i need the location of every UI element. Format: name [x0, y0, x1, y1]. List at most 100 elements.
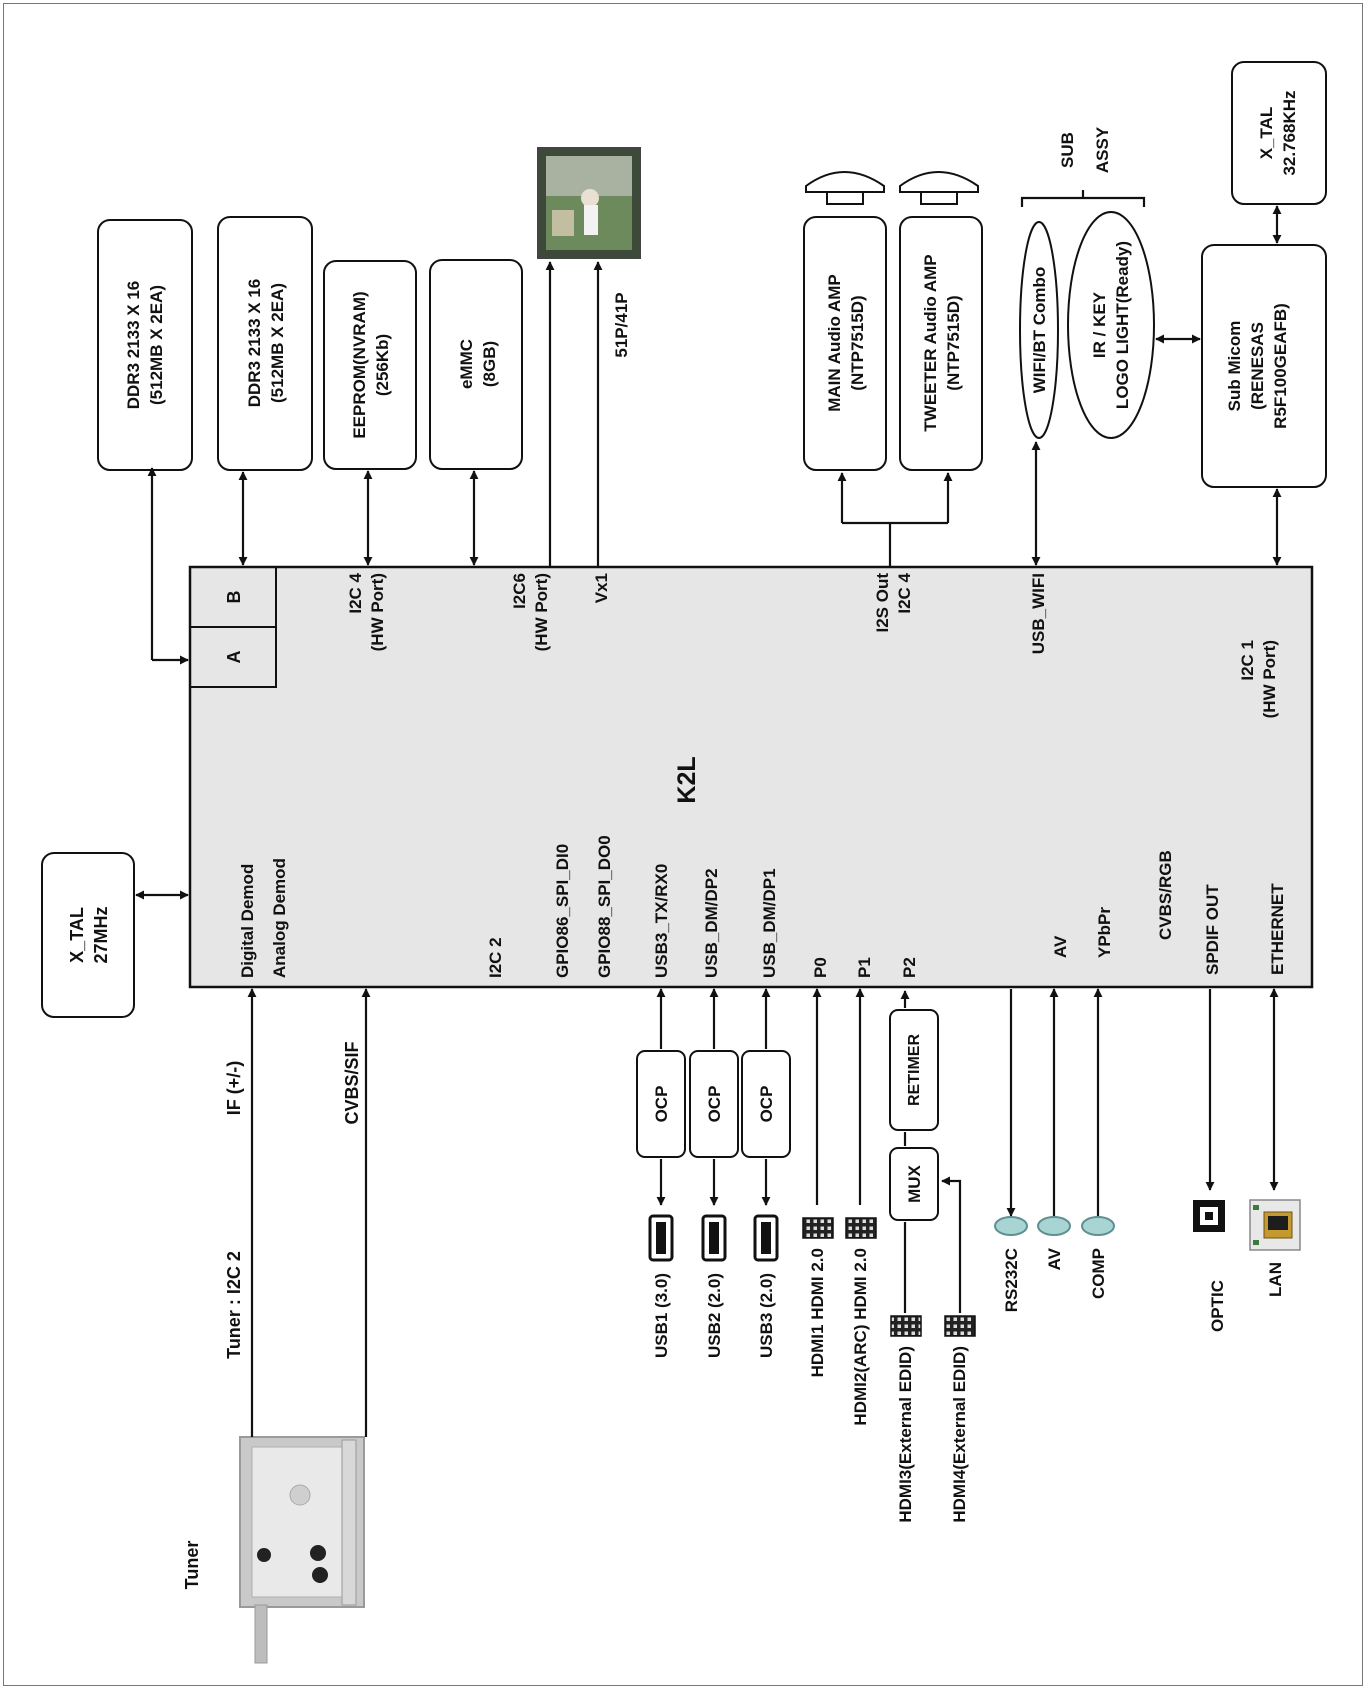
port-ypbpr: YPbPr [1095, 907, 1114, 958]
rs232c-label: RS232C [1002, 1248, 1021, 1312]
emmc-box [429, 259, 523, 470]
port-ethernet: ETHERNET [1268, 883, 1287, 975]
optic-label: OPTIC [1208, 1280, 1227, 1332]
xtal-main-label-2: 27MHz [91, 906, 111, 963]
tweeter-amp-box [899, 216, 983, 471]
usb3-port-label: USB3 (2.0) [757, 1273, 776, 1358]
ocp-2: OCP [689, 1050, 739, 1158]
emmc-label-2: (8GB) [480, 341, 499, 387]
rs232c-jack-icon [994, 1216, 1028, 1236]
usb2-port-label: USB2 (2.0) [705, 1273, 724, 1358]
ocp-1: OCP [636, 1050, 686, 1158]
tweeter-speaker-icon [899, 171, 979, 205]
port-usb-dmdp2: USB_DM/DP2 [702, 868, 721, 978]
hdmi4-port-icon [944, 1315, 976, 1337]
sub-micom-label-3: R5F100GEAFB) [1271, 303, 1290, 429]
xtal-main-block: X_TAL 27MHz [41, 852, 135, 1018]
xtal-main-box [41, 852, 135, 1018]
port-p1: P1 [855, 957, 874, 978]
port-i2c2: I2C 2 [486, 937, 505, 978]
usb1-port-icon [648, 1214, 674, 1262]
usb2-port-icon [701, 1214, 727, 1262]
comp-jack-icon [1081, 1216, 1115, 1236]
port-i2c4-eeprom-hw: (HW Port) [368, 573, 387, 651]
xtal-sub-label-1: X_TAL [1257, 107, 1276, 160]
retimer-box [889, 1009, 939, 1131]
ddr1-label-1: DDR3 2133 X 16 [124, 281, 143, 410]
xtal-sub-box [1231, 61, 1327, 205]
mux-box [889, 1147, 939, 1221]
tuner-label: Tuner [182, 1541, 202, 1590]
eeprom-box [323, 260, 417, 470]
emmc-block: eMMC (8GB) [429, 259, 523, 470]
ocp-1-label: OCP [652, 1086, 671, 1123]
xtal-sub-block: X_TAL 32.768KHz [1231, 61, 1327, 205]
hdmi2-port-label: HDMI2(ARC) HDMI 2.0 [851, 1248, 870, 1426]
hdmi1-port-label: HDMI1 HDMI 2.0 [808, 1248, 827, 1377]
hdmi3-port-icon [890, 1315, 922, 1337]
sub-micom-label-1: Sub Micom [1225, 321, 1244, 412]
sub-assy-bracket [1020, 190, 1146, 207]
xtal-main-label-1: X_TAL [67, 907, 87, 963]
port-i2c1-hw: (HW Port) [1260, 640, 1279, 718]
lan-label: LAN [1266, 1262, 1285, 1297]
mux-block: MUX [889, 1147, 939, 1221]
port-i2c6-hw: (HW Port) [532, 573, 551, 651]
hdmi4-mux-link [941, 1176, 962, 1313]
lan-port-icon [1249, 1199, 1301, 1251]
wifi-label: WIFI/BT Combo [1030, 267, 1049, 394]
mux-label: MUX [905, 1164, 924, 1202]
xtal-sub-label-2: 32.768KHz [1280, 90, 1299, 175]
ddr-channel-b: B [224, 591, 244, 604]
ddr2-box [217, 216, 313, 471]
emmc-label-1: eMMC [457, 339, 476, 389]
sub-micom-label-2: (RENESAS [1248, 322, 1267, 410]
port-usb3-txrx0: USB3_TX/RX0 [652, 864, 671, 978]
eeprom-label-2: (256Kb) [373, 334, 392, 396]
ir-key-label-2: LOGO LIGHT(Ready) [1113, 241, 1132, 409]
main-speaker-icon [805, 171, 885, 205]
tweeter-amp-block: TWEETER Audio AMP (NTP7515D) [899, 216, 983, 471]
usb3-port-icon [753, 1214, 779, 1262]
hdmi4-port-label: HDMI4(External EDID) [950, 1346, 969, 1523]
port-vx1: Vx1 [592, 573, 611, 603]
port-p0: P0 [811, 957, 830, 978]
optic-port-icon [1193, 1200, 1225, 1232]
port-cvbs-rgb: CVBS/RGB [1156, 850, 1175, 940]
main-amp-label-2: (NTP7515D) [848, 295, 867, 390]
main-amp-label-1: MAIN Audio AMP [825, 274, 844, 412]
port-p2: P2 [900, 957, 919, 978]
port-i2c1: I2C 1 [1238, 640, 1257, 681]
tweeter-amp-label-1: TWEETER Audio AMP [921, 254, 940, 431]
av-jack-icon [1037, 1216, 1071, 1236]
main-amp-block: MAIN Audio AMP (NTP7515D) [803, 216, 887, 471]
sub-micom-box [1201, 244, 1327, 488]
soc-block: A B K2L I2C 4 (HW Port) I2C6 (HW Port) V… [188, 565, 1314, 989]
ddr-channel-a: A [224, 651, 244, 664]
soc-body [188, 565, 1314, 989]
wifi-ellipse [1019, 221, 1059, 439]
tweeter-amp-label-2: (NTP7515D) [944, 295, 963, 390]
main-amp-box [803, 216, 887, 471]
port-spdif-out: SPDIF OUT [1203, 884, 1222, 975]
retimer-block: RETIMER [889, 1009, 939, 1131]
port-i2c6: I2C6 [510, 573, 529, 609]
hdmi3-port-label: HDMI3(External EDID) [896, 1346, 915, 1523]
sub-assy-label-1: SUB [1058, 132, 1077, 168]
eeprom-block: EEPROM(NVRAM) (256Kb) [323, 260, 417, 470]
port-analog-demod: Analog Demod [270, 858, 289, 978]
panel-link-label: 51P/41P [612, 292, 631, 357]
eeprom-label-1: EEPROM(NVRAM) [350, 291, 369, 438]
sub-assy-group: SUB ASSY WIFI/BT Combo IR / KEY LOGO LIG… [1019, 126, 1155, 439]
comp-label: COMP [1089, 1248, 1108, 1299]
soc-name: K2L [673, 756, 701, 803]
hdmi2-port-icon [845, 1217, 877, 1239]
port-i2c4-eeprom: I2C 4 [346, 572, 365, 613]
sub-micom-block: Sub Micom (RENESAS R5F100GEAFB) [1201, 244, 1327, 488]
port-av: AV [1051, 935, 1070, 958]
port-i2s-out: I2S Out [873, 573, 892, 633]
retimer-label: RETIMER [906, 1034, 923, 1106]
port-gpio88: GPIO88_SPI_DO0 [595, 835, 614, 978]
port-gpio86: GPIO86_SPI_DI0 [553, 844, 572, 978]
